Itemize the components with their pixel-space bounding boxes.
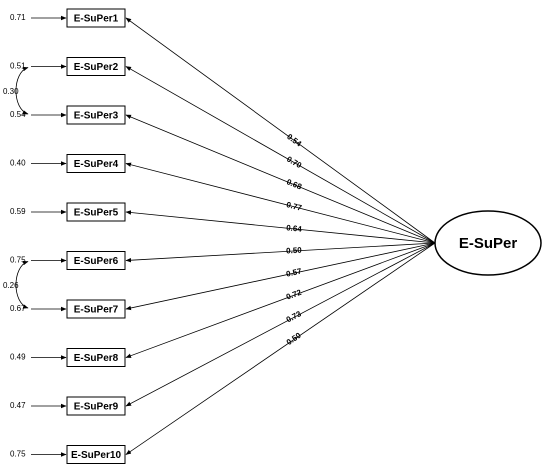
loading-label: 0.68 [285,177,303,191]
error-variance-label: 0.71 [10,13,26,22]
loading-path [125,242,436,358]
loading-label: 0.70 [285,155,303,171]
loading-label: 0.50 [286,246,303,256]
indicator-box [66,396,126,416]
loading-path [125,210,436,244]
loading-label: 0.72 [285,288,303,302]
error-variance-label: 0.40 [10,159,26,168]
paths-layer: 0.54 0.70 0.68 0.77 0.64 0.50 0.57 0.72 0.73 0.50 [15,15,436,457]
indicator-label: E-SuPer10 [71,450,121,461]
error-variance-label: 0.54 [10,110,26,119]
covariance-curve [15,260,29,309]
indicator-label: E-SuPer9 [74,402,119,413]
error-variance-label: 0.51 [10,62,26,71]
loading-label: 0.77 [285,200,303,213]
covariance-curve [15,66,29,115]
error-variance-label: 0.75 [10,256,26,265]
loading-path [125,242,436,455]
nodes-layer: E-SuPerE-SuPer10.71E-SuPer20.51E-SuPer30… [3,8,542,464]
loading-label: 0.50 [285,330,303,347]
indicator-label: E-SuPer6 [74,256,119,267]
loading-label: 0.64 [286,223,303,234]
latent-ellipse [434,210,542,276]
loading-path [125,114,436,244]
indicator-box [66,348,126,367]
loading-path [125,242,436,263]
loading-label: 0.54 [285,132,303,149]
indicator-label: E-SuPer3 [74,111,119,122]
indicator-box [66,445,126,464]
loading-path [125,242,436,407]
error-variance-label: 0.59 [10,207,26,216]
indicator-box [66,8,126,28]
indicator-label: E-SuPer8 [74,353,119,364]
indicator-box [66,154,126,173]
error-variance-label: 0.49 [10,353,26,362]
loading-path [125,17,436,244]
indicator-box [66,57,126,76]
indicator-box [66,105,126,125]
loading-path [125,66,436,244]
loading-label: 0.73 [285,309,303,324]
error-variance-label: 0.75 [10,450,26,459]
indicator-label: E-SuPer5 [74,208,119,219]
indicator-box [66,202,126,222]
error-variance-label: 0.47 [10,401,26,410]
indicator-box [66,299,126,319]
loading-path [125,242,436,311]
loading-label: 0.57 [285,267,303,279]
covariance-label: 0.30 [3,87,19,96]
covariance-label: 0.26 [3,281,19,290]
indicator-box [66,251,126,270]
indicator-label: E-SuPer1 [74,14,119,25]
latent-label: E-SuPer [459,235,518,252]
indicator-label: E-SuPer2 [74,62,119,73]
error-variance-label: 0.67 [10,304,26,313]
loading-path [125,162,436,244]
indicator-label: E-SuPer4 [74,159,119,170]
indicator-label: E-SuPer7 [74,305,119,316]
